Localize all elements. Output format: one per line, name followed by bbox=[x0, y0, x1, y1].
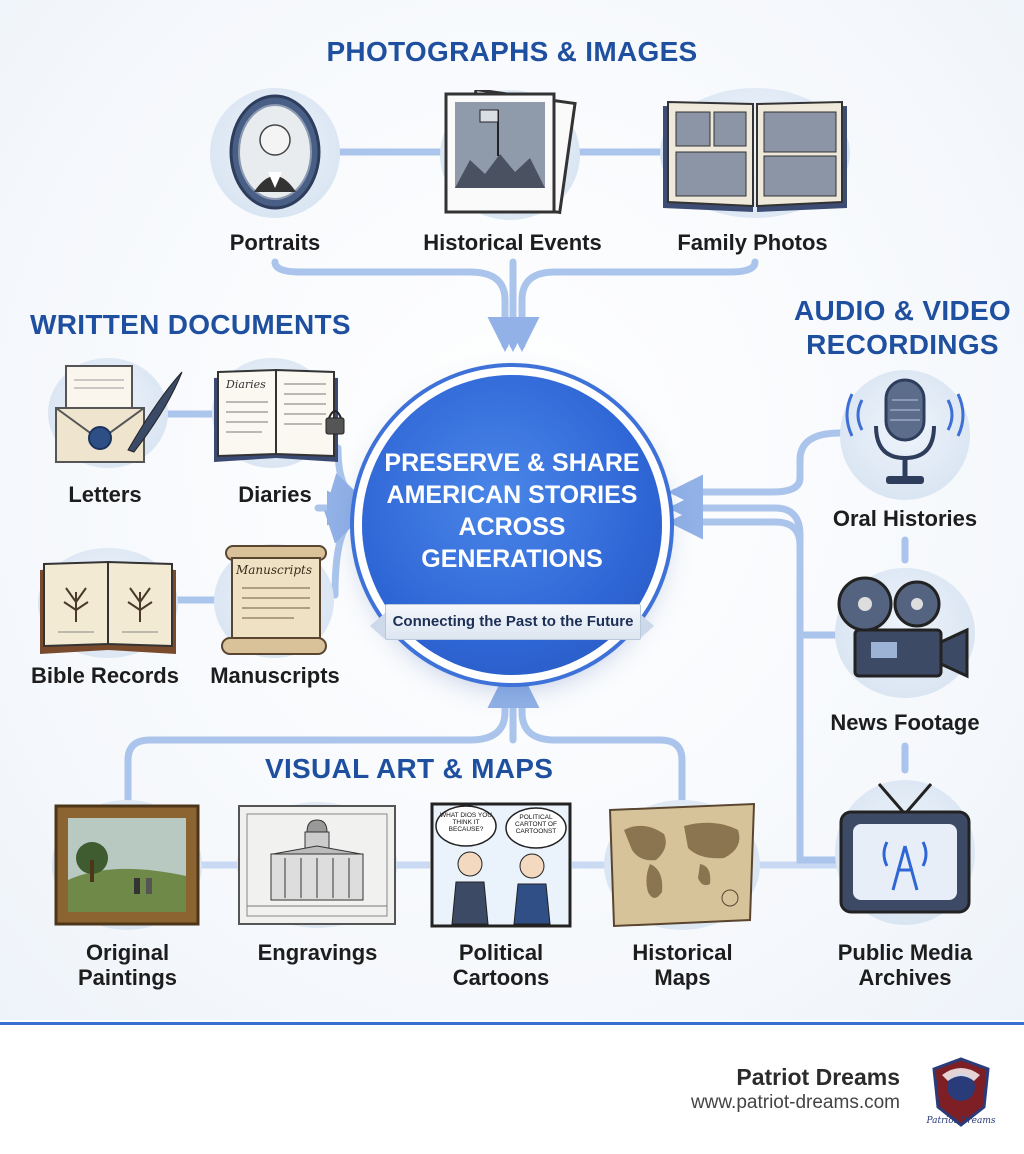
painting-icon bbox=[54, 804, 200, 926]
microphone-icon bbox=[845, 378, 965, 484]
label-diaries: Diaries bbox=[238, 482, 312, 507]
label-public-media-archives-line1: Public Media bbox=[837, 940, 973, 965]
historical-events-icon-wrap[interactable] bbox=[440, 90, 580, 220]
connector-oral-histories bbox=[668, 429, 844, 510]
ribbon-tail-left bbox=[370, 612, 386, 640]
label-letters: Letters bbox=[68, 482, 142, 507]
infographic-canvas: PHOTOGRAPHS & IMAGES WRITTEN DOCUMENTS A… bbox=[0, 0, 1024, 1020]
manuscript-scroll-text: Manuscripts bbox=[235, 563, 312, 577]
letter-quill-icon bbox=[55, 365, 183, 463]
label-original-paintings: Original Paintings bbox=[55, 940, 200, 990]
label-historical-maps-line2: Maps bbox=[654, 965, 711, 990]
manuscripts-icon-wrap[interactable]: Manuscripts bbox=[214, 544, 334, 658]
label-historical-events: Historical Events bbox=[423, 230, 602, 255]
section-title-audio-video-line2: RECORDINGS bbox=[806, 329, 999, 360]
label-manuscripts: Manuscripts bbox=[210, 663, 340, 688]
map-icon bbox=[608, 802, 756, 928]
diary-icon: Diaries bbox=[214, 368, 345, 462]
letters-icon-wrap[interactable] bbox=[48, 358, 183, 468]
label-news-footage: News Footage bbox=[830, 710, 980, 735]
original-paintings-icon-wrap[interactable] bbox=[52, 800, 202, 930]
connector-public-media bbox=[668, 504, 844, 864]
label-public-media-archives-line2: Archives bbox=[858, 965, 952, 990]
label-oral-histories: Oral Histories bbox=[832, 506, 978, 531]
label-political-cartoons: Political Cartoons bbox=[430, 940, 572, 990]
cartoon-right-bubble-text: POLITICAL CARTONT OF CARTOONST bbox=[515, 814, 557, 835]
news-footage-icon-wrap[interactable] bbox=[835, 568, 975, 698]
historical-event-photo-icon bbox=[444, 90, 577, 215]
footer-brand-name: Patriot Dreams bbox=[736, 1064, 900, 1090]
portraits-icon-wrap[interactable] bbox=[210, 88, 340, 218]
oral-histories-icon-wrap[interactable] bbox=[840, 370, 970, 500]
label-public-media-archives: Public Media Archives bbox=[815, 940, 995, 990]
label-political-cartoons-line1: Political bbox=[458, 940, 544, 965]
diary-cover-text: Diaries bbox=[225, 378, 266, 391]
connector-art-left bbox=[124, 673, 523, 804]
engraving-icon bbox=[238, 805, 396, 925]
bible-icon bbox=[40, 560, 176, 654]
connector-portraits bbox=[271, 258, 523, 352]
connector-family-photos bbox=[504, 258, 759, 352]
tv-broadcast-icon bbox=[839, 783, 971, 914]
section-title-visual-art: VISUAL ART & MAPS bbox=[265, 753, 554, 784]
manuscript-scroll-icon: Manuscripts bbox=[221, 545, 327, 655]
footer-website-link[interactable]: www.patriot-dreams.com bbox=[690, 1092, 900, 1113]
connector-art-right bbox=[504, 673, 686, 804]
hub-title: PRESERVE & SHARE AMERICAN STORIES ACROSS… bbox=[384, 449, 640, 573]
label-original-paintings-line2: Paintings bbox=[77, 965, 177, 990]
section-title-audio-video-line1: AUDIO & VIDEO bbox=[793, 295, 1012, 326]
label-engravings: Engravings bbox=[257, 940, 378, 965]
label-portraits: Portraits bbox=[229, 230, 321, 255]
portrait-icon bbox=[229, 94, 321, 210]
historical-maps-icon-wrap[interactable] bbox=[604, 800, 760, 930]
label-family-photos: Family Photos bbox=[677, 230, 828, 255]
section-title-audio-video: AUDIO & VIDEO RECORDINGS bbox=[790, 294, 1015, 362]
patriot-dreams-logo bbox=[932, 1057, 990, 1127]
engravings-icon-wrap[interactable] bbox=[237, 802, 397, 928]
footer-divider bbox=[0, 1022, 1024, 1025]
public-media-archives-icon-wrap[interactable] bbox=[835, 780, 975, 925]
diaries-icon-wrap[interactable]: Diaries bbox=[212, 358, 345, 468]
family-album-icon bbox=[663, 100, 847, 212]
ribbon-tail-right bbox=[638, 612, 654, 640]
label-historical-maps-line1: Historical bbox=[632, 940, 733, 965]
connector-news-footage bbox=[668, 490, 839, 639]
bible-records-icon-wrap[interactable] bbox=[38, 548, 178, 658]
cartoon-left-bubble-text: WHAT DIOS YOU THINK IT BECAUSE? bbox=[440, 812, 492, 833]
label-historical-maps: Historical Maps bbox=[610, 940, 755, 990]
cartoon-icon: WHAT DIOS YOU THINK IT BECAUSE? POLITICA… bbox=[430, 802, 572, 928]
label-bible-records: Bible Records bbox=[31, 663, 179, 688]
hub-tagline-ribbon: Connecting the Past to the Future bbox=[385, 604, 641, 640]
logo-wordmark: Patriot Dreams bbox=[926, 1116, 996, 1126]
section-title-written-documents: WRITTEN DOCUMENTS bbox=[30, 309, 351, 340]
family-photos-icon-wrap[interactable] bbox=[660, 88, 850, 218]
film-camera-icon bbox=[837, 576, 969, 679]
label-political-cartoons-line2: Cartoons bbox=[452, 965, 550, 990]
connector-manuscripts bbox=[323, 510, 363, 599]
political-cartoons-icon-wrap[interactable]: WHAT DIOS YOU THINK IT BECAUSE? POLITICA… bbox=[430, 802, 572, 928]
section-title-photographs: PHOTOGRAPHS & IMAGES bbox=[326, 36, 698, 67]
label-original-paintings-line1: Original bbox=[85, 940, 170, 965]
